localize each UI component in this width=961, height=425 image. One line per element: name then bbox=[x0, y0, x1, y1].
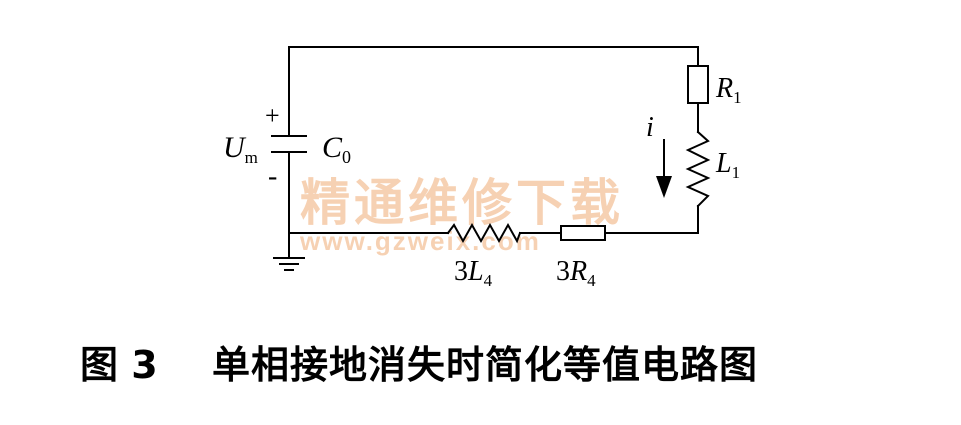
circuit-wires bbox=[288, 46, 699, 259]
inductor4-label: 3L4 bbox=[454, 256, 493, 290]
watermark-text-cn: 精通维修下载 bbox=[300, 174, 624, 232]
ground-symbol bbox=[273, 257, 305, 271]
polarity-minus: - bbox=[268, 161, 277, 192]
current-arrow-icon bbox=[656, 139, 672, 198]
figure-title: 单相接地消失时简化等值电路图 bbox=[212, 343, 758, 387]
current-label: i bbox=[646, 112, 654, 143]
voltage-label: Um bbox=[223, 131, 258, 167]
figure-number: 图 3 bbox=[80, 343, 158, 387]
polarity-plus: + bbox=[265, 101, 280, 130]
inductor-l1 bbox=[685, 130, 711, 208]
capacitor-c0 bbox=[271, 135, 307, 153]
watermark: 精通维修下载 www.gzweix.com bbox=[299, 174, 624, 256]
capacitor-label: C0 bbox=[322, 131, 351, 167]
inductor1-label: L1 bbox=[715, 148, 740, 182]
resistor4-label: 3R4 bbox=[556, 256, 596, 290]
resistor1-label: R1 bbox=[715, 73, 742, 107]
inductor-3l4 bbox=[446, 222, 522, 244]
resistor-r1 bbox=[687, 65, 709, 104]
resistor-3r4 bbox=[560, 225, 606, 241]
